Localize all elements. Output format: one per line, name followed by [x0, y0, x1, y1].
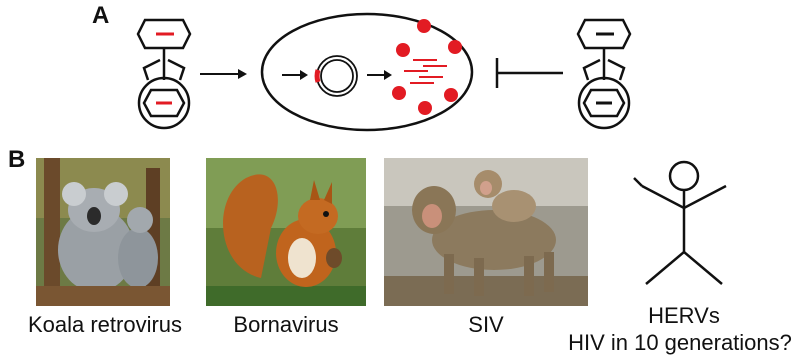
arrow-to-integration: [282, 70, 308, 80]
koala-photo: [36, 158, 170, 306]
infected-cell: [262, 14, 472, 130]
virus-with-host-dna: [578, 20, 630, 128]
caption-hervs: HERVs: [604, 303, 764, 329]
macaque-photo: [384, 158, 588, 306]
virus-leg-right: [608, 60, 624, 80]
squirrel-photo: [206, 158, 366, 306]
virus-leg-right: [168, 60, 184, 80]
stick-figure-arm-left-ext: [634, 178, 642, 186]
virion-dot: [392, 86, 406, 100]
caption-bornavirus: Bornavirus: [206, 312, 366, 338]
stick-figure-legs: [646, 252, 722, 284]
arrow-into-cell: [200, 69, 247, 79]
virus-leg-left: [144, 60, 160, 80]
replicated-viral-dna: [404, 60, 447, 83]
inhibition-arrow: [497, 58, 563, 88]
caption-siv: SIV: [384, 312, 588, 338]
caption-hiv-generations: HIV in 10 generations?: [560, 330, 800, 356]
stick-figure-head: [670, 162, 698, 190]
integrated-viral-segment: [317, 70, 318, 82]
human-stick-figure: [624, 156, 744, 306]
virion-dot: [448, 40, 462, 54]
caption-koala-retrovirus: Koala retrovirus: [10, 312, 200, 338]
panel-b-label: B: [8, 146, 25, 174]
panel-a-schematic: [0, 0, 807, 150]
circular-genome: [317, 56, 357, 96]
virion-dot: [418, 101, 432, 115]
arrow-to-replication: [367, 70, 392, 80]
virion-dot: [444, 88, 458, 102]
virus-leg-left: [584, 60, 600, 80]
virion-dot: [417, 19, 431, 33]
virion-dot: [396, 43, 410, 57]
virus-with-viral-dna: [138, 20, 190, 128]
